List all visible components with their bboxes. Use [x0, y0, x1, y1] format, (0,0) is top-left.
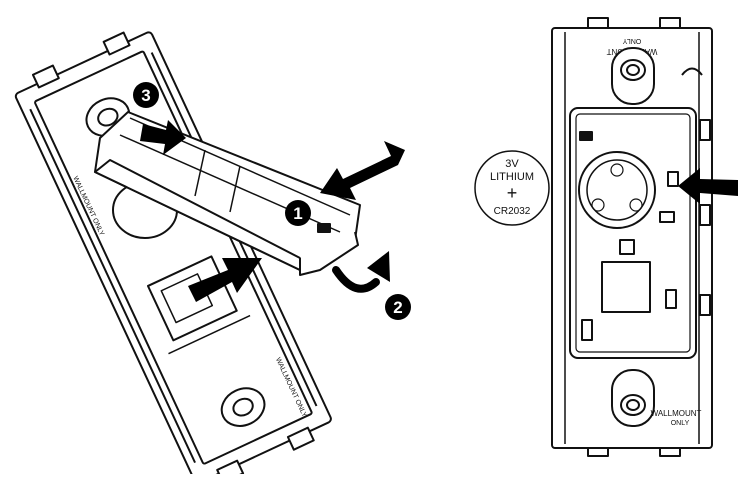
front-battery-contact-right — [629, 198, 643, 212]
step-1-label: 1 — [293, 204, 302, 223]
top-clip-left — [31, 64, 60, 89]
front-battery-contact-top — [610, 163, 624, 177]
front-chip-area — [601, 261, 651, 313]
front-pcb-inner — [575, 113, 691, 353]
front-bottom-label-line1: WALLMOUNT — [651, 409, 702, 418]
battery-model: CR2032 — [494, 206, 531, 217]
battery-insert-arrow — [678, 168, 738, 204]
front-bottom-label-line2: ONLY — [671, 420, 690, 427]
cover-seam-1 — [194, 149, 206, 197]
step-3-label: 3 — [141, 86, 150, 105]
top-clip-right — [102, 31, 131, 56]
front-notch-3 — [699, 294, 711, 316]
battery-chemistry: LITHIUM — [490, 171, 534, 183]
front-component-6 — [667, 171, 679, 187]
front-notch-2 — [699, 204, 711, 226]
circuit-line — [168, 314, 251, 355]
front-top-screw-hole-inner — [626, 64, 640, 76]
front-battery-contact-left — [591, 198, 605, 212]
base-rail-left — [29, 108, 196, 464]
rotate-arrow — [332, 251, 390, 293]
front-notch-1 — [699, 119, 711, 141]
front-component-4 — [581, 319, 593, 341]
front-battery-holder-inner — [586, 159, 648, 221]
slide-arrow — [140, 120, 186, 155]
step-2-circle — [385, 294, 411, 320]
press-tab-arrow — [320, 141, 405, 200]
cover-release-tab — [317, 223, 331, 233]
front-top-hook — [681, 67, 703, 76]
step-badge-1: 1 — [285, 200, 311, 226]
step-3-circle — [133, 82, 159, 108]
rotate-arrow-head — [367, 251, 390, 282]
right-illustration: WALLMOUNT ONLY WALLMOUNT ONLY — [551, 17, 713, 457]
bottom-clip-right — [286, 426, 315, 451]
rotate-arrow-arc — [332, 266, 380, 293]
battery-polarity: + — [507, 183, 518, 203]
step-2-label: 2 — [393, 298, 402, 317]
left-illustration: WALLMOUNT ONLY WALLMOUNT ONLY — [14, 31, 361, 479]
step-badge-2: 2 — [385, 294, 411, 320]
battery-voltage: 3V — [505, 158, 519, 170]
front-bottom-screw-hole-inner — [626, 399, 640, 411]
battery-outer-ring — [474, 150, 550, 226]
front-battery-holder-outer — [578, 151, 656, 229]
front-component-3 — [619, 239, 635, 255]
cover-front-lip — [299, 231, 359, 276]
front-component-2 — [659, 211, 675, 223]
bottom-screw-hole-inner — [232, 397, 254, 417]
coin-battery: 3V LITHIUM + CR2032 — [474, 150, 550, 226]
cover-seam-2 — [229, 165, 241, 213]
left-arrows — [140, 120, 405, 302]
front-component-5 — [665, 289, 677, 309]
clip-arrow — [188, 258, 262, 302]
lifted-cover — [94, 111, 361, 276]
front-top-label-line2: ONLY — [622, 37, 641, 44]
step-badge-3: 3 — [133, 82, 159, 108]
top-screw-hole-inner — [97, 107, 119, 127]
front-component-1 — [579, 131, 593, 141]
step-1-circle — [285, 200, 311, 226]
